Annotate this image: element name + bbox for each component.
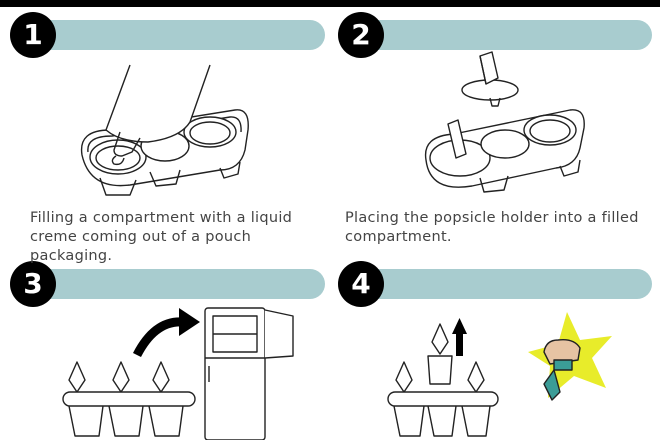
- popsicle-mold-icon: [424, 109, 585, 193]
- step-1-header: 1: [10, 5, 325, 58]
- curved-arrow-head: [179, 308, 200, 336]
- step-2-header-bar: [358, 20, 652, 50]
- step-1-illustration: [80, 64, 249, 196]
- popsicle-mold-icon: [387, 323, 499, 437]
- step-1-header-bar: [30, 20, 325, 50]
- popsicle-holder-icon: [461, 51, 519, 107]
- step-4-illustration: [387, 312, 612, 437]
- step-3-number-badge: 3: [10, 261, 56, 307]
- top-border: [0, 0, 660, 7]
- step-2-caption: Placing the popsicle holder into a fille…: [345, 210, 639, 245]
- step-3-header: 3: [10, 254, 325, 307]
- step-4-header-bar: [358, 269, 652, 299]
- step-1-caption: Filling a compartment with a liquid crem…: [30, 210, 293, 264]
- step-3-header-bar: [30, 269, 325, 299]
- refrigerator-icon: [204, 307, 294, 440]
- step-3-illustration: [62, 307, 294, 440]
- step-4-header: 4: [338, 254, 652, 307]
- step-2-illustration: [424, 51, 585, 193]
- curved-arrow-icon: [132, 317, 184, 358]
- up-arrow-icon: [452, 318, 467, 356]
- step-2-number-badge: 2: [338, 12, 384, 58]
- step-4-number-badge: 4: [338, 261, 384, 307]
- pouch-spout-icon: [543, 338, 581, 401]
- step-1-number-badge: 1: [10, 12, 56, 58]
- pouch-icon: [105, 64, 211, 166]
- step-2-header: 2: [338, 5, 652, 58]
- popsicle-mold-icon: [62, 361, 196, 437]
